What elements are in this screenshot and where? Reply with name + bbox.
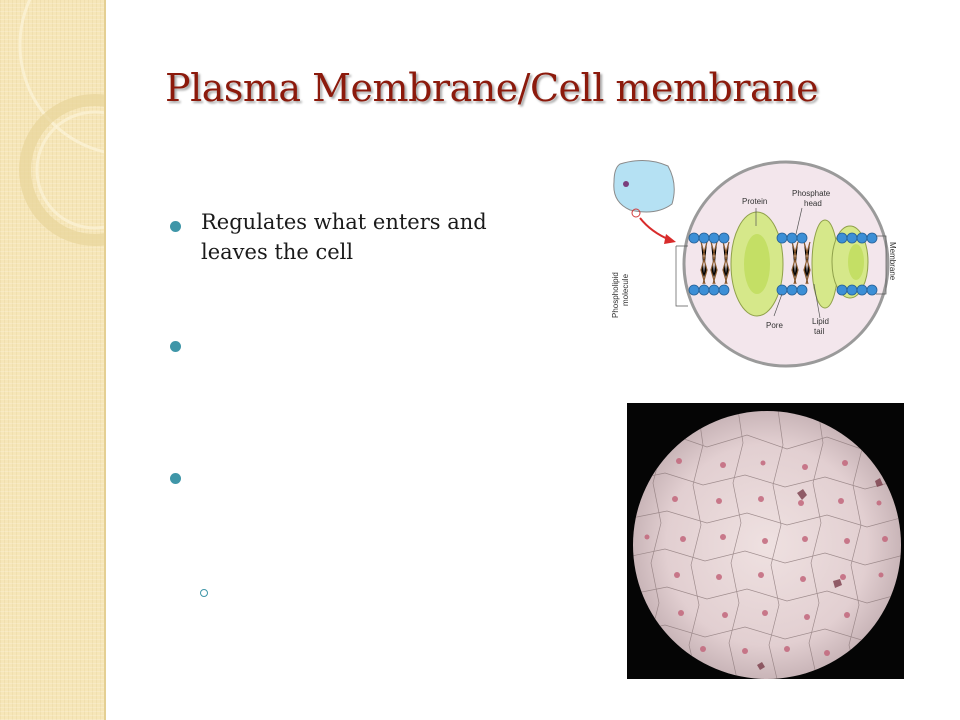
micrograph-image	[633, 411, 901, 679]
bullet-dot	[170, 341, 181, 352]
cheek-cells-micrograph	[627, 403, 904, 679]
bullet-dot	[170, 221, 181, 232]
bullet-dot	[170, 473, 181, 484]
label-pore: Pore	[766, 321, 783, 330]
sub-bullet-marker	[200, 589, 208, 597]
sidebar-circles-decoration	[18, 0, 106, 246]
label-phospholipid-line1: Phospholipid	[611, 272, 620, 318]
label-phosphate-line1: Phosphate	[792, 189, 831, 198]
cell-icon	[613, 160, 675, 213]
sidebar-edge	[104, 0, 106, 720]
label-lipid-line2: tail	[814, 327, 824, 336]
label-phosphate-line2: head	[804, 199, 822, 208]
label-protein: Protein	[742, 197, 767, 206]
membrane-diagram: Protein Phosphate head Pore Lipid tail P…	[611, 160, 897, 368]
label-lipid-line1: Lipid	[812, 317, 829, 326]
phosphate-heads	[688, 232, 878, 296]
slide-title: Plasma Membrane/Cell membrane	[165, 66, 819, 110]
label-phospholipid-line2: molecule	[621, 273, 630, 306]
decorative-sidebar	[0, 0, 106, 720]
label-membrane: Membrane	[888, 242, 897, 281]
